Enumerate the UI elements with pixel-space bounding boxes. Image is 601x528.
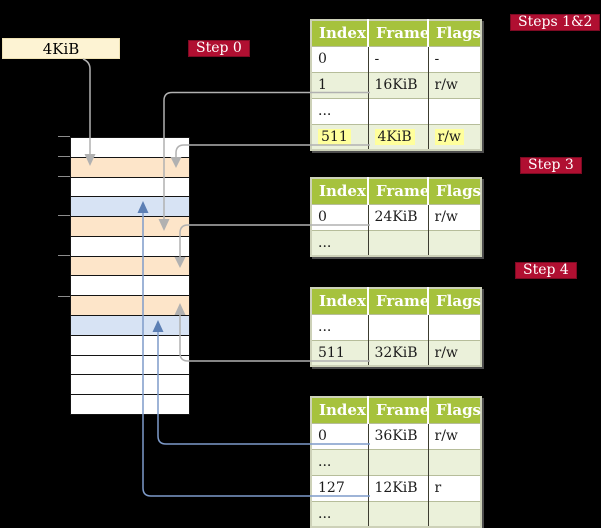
table-cell: - xyxy=(368,45,429,72)
memory-row-14-white xyxy=(71,395,189,414)
table-cell xyxy=(368,313,429,340)
table-cell: ... xyxy=(311,500,369,527)
memory-tick xyxy=(58,136,70,137)
column-header-frame: Frame xyxy=(368,397,429,423)
page-size-box: 4KiB xyxy=(2,38,120,59)
memory-row-4-blue xyxy=(71,197,189,218)
table-cell: ... xyxy=(311,313,369,340)
memory-row-1-white xyxy=(71,138,189,158)
table-cell: 0 xyxy=(311,203,369,230)
memory-row-5-orange xyxy=(71,217,189,237)
column-header-index: Index xyxy=(311,178,369,204)
table-cell: 16KiB xyxy=(368,71,429,98)
table-cell: 1 xyxy=(311,71,369,98)
table-cell: ... xyxy=(311,229,369,256)
memory-row-11-white xyxy=(71,335,189,356)
column-header-frame: Frame xyxy=(368,288,429,314)
column-header-frame: Frame xyxy=(368,178,429,204)
table-cell: 511 xyxy=(311,339,369,366)
memory-row-6-white xyxy=(71,236,189,257)
table-cell: r xyxy=(428,474,481,501)
memory-row-2-orange xyxy=(71,157,189,178)
memory-row-10-blue xyxy=(71,316,189,336)
table-cell: ... xyxy=(311,97,369,124)
table-cell: 511 xyxy=(311,123,369,150)
table-row: ... xyxy=(311,500,481,527)
table-cell: r/w xyxy=(428,123,481,150)
memory-tick xyxy=(58,156,70,157)
memory-tick xyxy=(58,176,70,177)
column-header-flags: Flags xyxy=(428,178,481,204)
table-row: 511 4KiB r/w xyxy=(311,123,481,150)
highlighted-value: r/w xyxy=(434,128,464,145)
table-cell: ... xyxy=(311,448,369,475)
table-cell: r/w xyxy=(428,422,481,449)
table-cell: 4KiB xyxy=(368,123,429,150)
highlighted-value: 4KiB xyxy=(374,128,415,145)
table-cell: 12KiB xyxy=(368,474,429,501)
table-row: 0-- xyxy=(311,45,481,72)
table-cell xyxy=(428,97,481,124)
table-cell xyxy=(368,500,429,527)
table-cell: r/w xyxy=(428,203,481,230)
table-cell xyxy=(428,500,481,527)
table-cell: r/w xyxy=(428,71,481,98)
table-cell xyxy=(368,448,429,475)
table-cell: 24KiB xyxy=(368,203,429,230)
table-row: ... xyxy=(311,313,481,340)
memory-row-7-orange xyxy=(71,256,189,277)
table-row: ... xyxy=(311,97,481,124)
memory-tick xyxy=(58,296,70,297)
badge-steps-1-2: Steps 1&2 xyxy=(510,14,601,31)
memory-row-13-white xyxy=(71,375,189,396)
column-header-flags: Flags xyxy=(428,397,481,423)
memory-tick xyxy=(58,255,70,256)
memory-tick xyxy=(58,215,70,216)
column-header-index: Index xyxy=(311,288,369,314)
memory-row-9-orange xyxy=(71,296,189,317)
table-cell: 0 xyxy=(311,45,369,72)
memory-row-8-white xyxy=(71,276,189,297)
column-header-flags: Flags xyxy=(428,288,481,314)
table-cell: 127 xyxy=(311,474,369,501)
column-header-flags: Flags xyxy=(428,20,481,46)
table-cell: 0 xyxy=(311,422,369,449)
badge-step-0: Step 0 xyxy=(188,40,250,57)
table-cell: 36KiB xyxy=(368,422,429,449)
badge-step-3: Step 3 xyxy=(520,157,582,174)
table-cell: 32KiB xyxy=(368,339,429,366)
column-header-index: Index xyxy=(311,397,369,423)
table-row: ... xyxy=(311,229,481,256)
table-cell xyxy=(428,313,481,340)
table-cell: - xyxy=(428,45,481,72)
table-row: ... xyxy=(311,448,481,475)
physical-memory-column xyxy=(70,137,190,415)
table-cell xyxy=(368,229,429,256)
badge-step-4: Step 4 xyxy=(515,262,577,279)
column-header-frame: Frame xyxy=(368,20,429,46)
memory-row-3-white xyxy=(71,177,189,198)
table-cell xyxy=(368,97,429,124)
table-cell xyxy=(428,448,481,475)
table-cell: r/w xyxy=(428,339,481,366)
table-cell xyxy=(428,229,481,256)
column-header-index: Index xyxy=(311,20,369,46)
memory-row-12-white xyxy=(71,355,189,376)
highlighted-value: 511 xyxy=(318,128,351,145)
